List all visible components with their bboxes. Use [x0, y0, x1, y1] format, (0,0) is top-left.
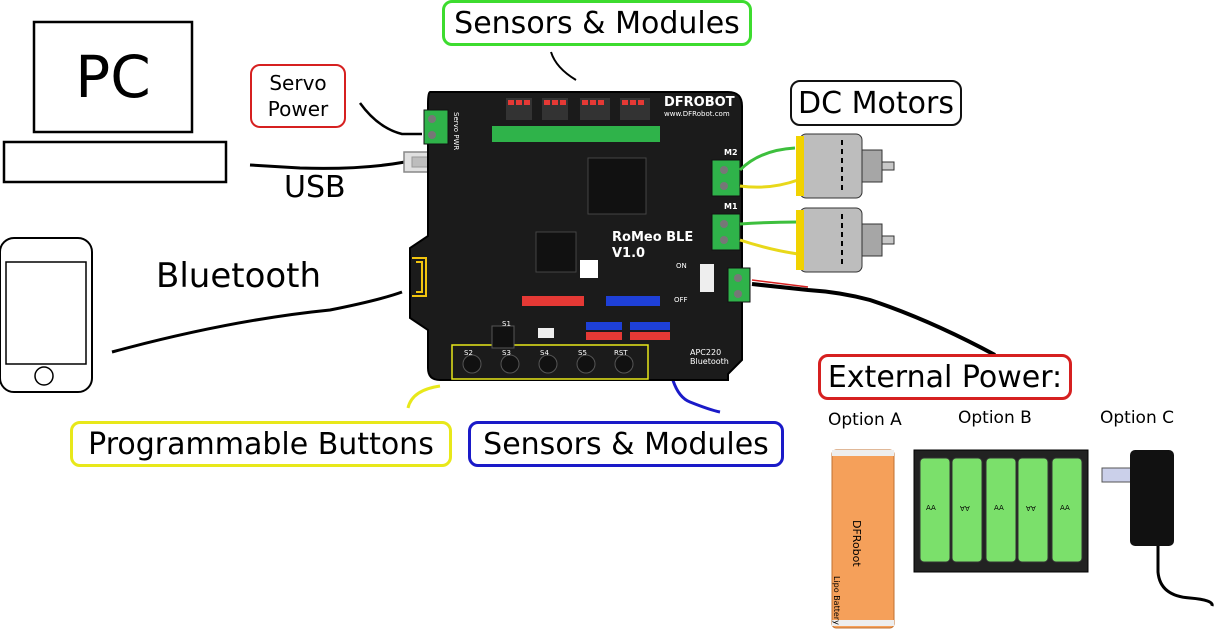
dc-motor-top	[796, 133, 895, 199]
board-button-s5-label: S5	[578, 349, 587, 357]
bluetooth-link-line	[111, 290, 403, 354]
board-model: RoMeo BLE	[612, 230, 694, 245]
aa-cell-label-3: AA	[994, 504, 1004, 512]
board-button-rst-label: RST	[614, 349, 628, 357]
board-version: V1.0	[612, 246, 646, 261]
aa-cell-label-4: AA	[1026, 504, 1036, 512]
bluetooth-label: Bluetooth	[156, 256, 322, 296]
aa-cell-label-5: AA	[1060, 504, 1070, 512]
servo-power-line1: Servo	[269, 71, 327, 95]
option-c-label: Option C	[1100, 408, 1175, 428]
board-button-s1-label: S1	[502, 320, 511, 328]
board-apc-label: APC220	[690, 348, 722, 357]
battery-type: Lipo Battery	[832, 576, 841, 625]
external-power-wire	[751, 282, 996, 357]
board-button-s2-label: S2	[464, 349, 473, 357]
usb-cable	[249, 160, 406, 170]
board-button-s3-label: S3	[502, 349, 511, 357]
servo-power-leader	[358, 102, 422, 136]
board-m1-label: M1	[724, 202, 738, 211]
option-b-label: Option B	[958, 408, 1032, 428]
wall-adapter-icon	[1101, 450, 1214, 607]
dc-motors-callout: DC Motors	[790, 80, 962, 126]
motor-wire-green-2	[739, 220, 799, 226]
aa-cell-label-2: AA	[960, 504, 970, 512]
servo-power-line2: Power	[267, 97, 329, 121]
servo-power-callout: Servo Power	[250, 64, 346, 128]
board-on-label: ON	[676, 262, 687, 270]
phone-icon	[0, 237, 93, 393]
buttons-leader	[406, 384, 441, 409]
board-off-label: OFF	[674, 296, 688, 304]
lipo-battery-icon	[831, 449, 895, 629]
sensors-top-leader	[550, 51, 577, 81]
usb-label: USB	[284, 170, 346, 205]
board-m2-label: M2	[724, 148, 738, 157]
motor-wire-green-1	[738, 146, 796, 172]
option-a-label: Option A	[828, 410, 902, 430]
programmable-buttons-callout: Programmable Buttons	[70, 421, 452, 467]
romeo-board	[409, 91, 751, 381]
board-servo-pwr-label: Servo PWR	[452, 112, 460, 151]
board-apc-sub: Bluetooth	[690, 357, 729, 366]
battery-brand: DFRobot	[850, 520, 863, 567]
board-url: www.DFRobot.com	[664, 110, 730, 118]
pc-label: PC	[75, 43, 151, 111]
external-power-callout: External Power:	[818, 354, 1072, 400]
motor-wire-yellow-2	[739, 238, 799, 256]
board-brand: DFROBOT	[664, 95, 735, 110]
board-button-s4-label: S4	[540, 349, 549, 357]
dc-motor-bottom	[796, 207, 895, 273]
aa-cell-label-1: AA	[926, 504, 936, 512]
sensors-bottom-callout: Sensors & Modules	[468, 421, 784, 467]
pc-icon	[2, 20, 228, 184]
aa-battery-pack-icon	[913, 449, 1089, 573]
sensors-top-callout: Sensors & Modules	[442, 0, 752, 46]
motor-wire-yellow-1	[739, 178, 799, 189]
